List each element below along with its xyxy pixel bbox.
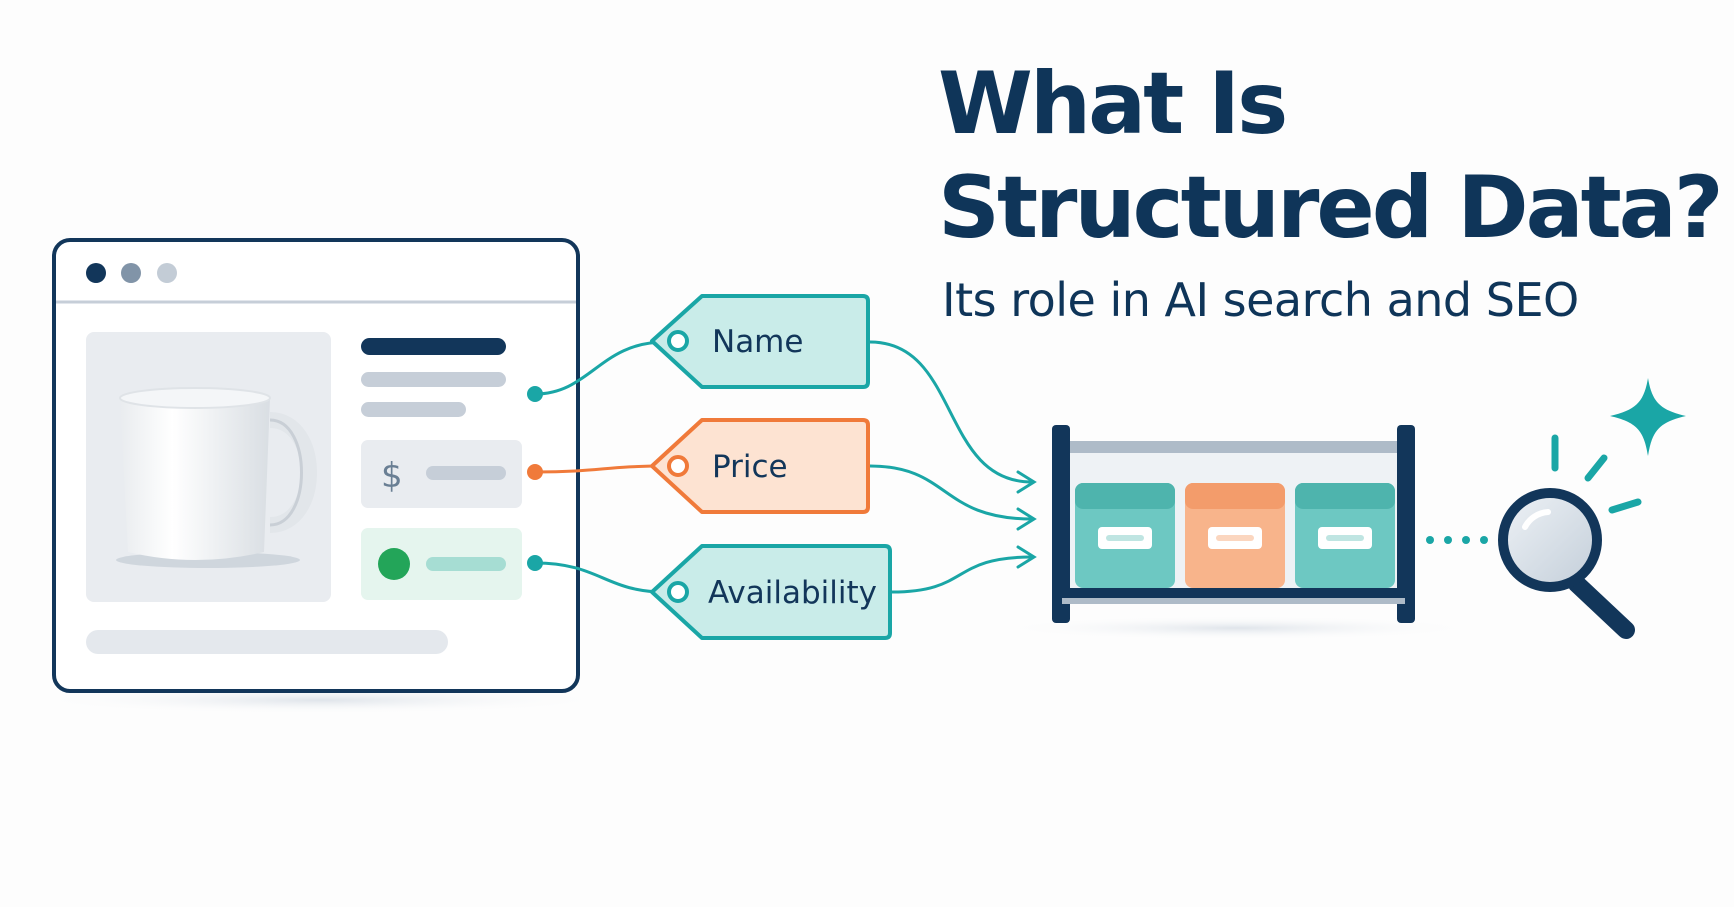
- tag-price-label: Price: [712, 449, 788, 485]
- tag-price: Price: [650, 418, 870, 514]
- shelf-shadow: [997, 616, 1477, 640]
- tag-availability-label: Availability: [708, 575, 877, 611]
- tag-name: Name: [650, 294, 870, 389]
- tag-to-shelf-connectors: [869, 340, 1037, 594]
- name-connector-out: [869, 340, 1033, 484]
- price-symbol: $: [381, 456, 403, 496]
- product-footer-line: [86, 630, 448, 654]
- tag-availability: Availability: [650, 544, 892, 640]
- availability-connector-out: [891, 555, 1033, 594]
- window-dot-dark: [86, 263, 106, 283]
- search-magnifier-icon: [1498, 488, 1635, 639]
- page-to-tag-connectors: [527, 340, 666, 594]
- page-title: What Is Structured Data?: [938, 52, 1724, 260]
- product-text-line-2: [361, 402, 466, 417]
- search-highlight-rays: [1551, 434, 1642, 514]
- shelf-to-search-link: [1426, 536, 1488, 544]
- product-title-line: [361, 338, 506, 355]
- product-page-browser-window: $: [30, 238, 610, 714]
- price-value-line: [426, 466, 506, 480]
- ai-sparkle-icon: [1610, 378, 1686, 456]
- window-dot-light: [157, 263, 177, 283]
- page-subtitle: Its role in AI search and SEO: [942, 273, 1579, 327]
- in-stock-indicator: [378, 548, 410, 580]
- price-connector-out: [869, 464, 1033, 521]
- data-drawer-1: [1075, 483, 1175, 588]
- data-drawer-2: [1185, 483, 1285, 588]
- product-text-line-1: [361, 372, 506, 387]
- shelf-base: [1062, 598, 1405, 604]
- page-title-line-2: Structured Data?: [938, 158, 1724, 258]
- shelf-top-rail: [1070, 441, 1397, 453]
- shelf-post-right: [1397, 425, 1415, 623]
- price-connector-in: [534, 464, 666, 474]
- availability-connector-in: [534, 561, 666, 594]
- availability-value-line: [426, 557, 506, 571]
- page-title-line-1: What Is: [938, 54, 1288, 154]
- shelf-post-left: [1052, 425, 1070, 623]
- structured-data-shelf: [997, 425, 1477, 640]
- data-drawer-3: [1295, 483, 1395, 588]
- tag-name-label: Name: [712, 324, 803, 360]
- name-connector-in: [534, 340, 666, 396]
- window-dot-medium: [121, 263, 141, 283]
- mug-image: [116, 387, 317, 568]
- shelf-bottom-rail: [1062, 588, 1405, 598]
